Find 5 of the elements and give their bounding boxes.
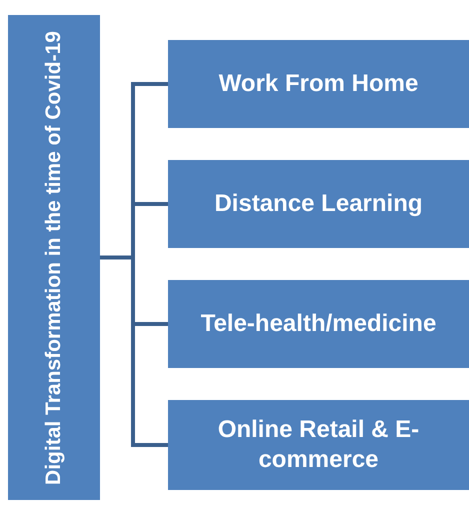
- topic-box: Online Retail & E-commerce: [168, 400, 469, 490]
- topic-box: Tele-health/medicine: [168, 280, 469, 368]
- topic-box: Distance Learning: [168, 160, 469, 248]
- topic-box: Work From Home: [168, 40, 469, 128]
- title-box: Digital Transformation in the time of Covid-19: [8, 15, 100, 500]
